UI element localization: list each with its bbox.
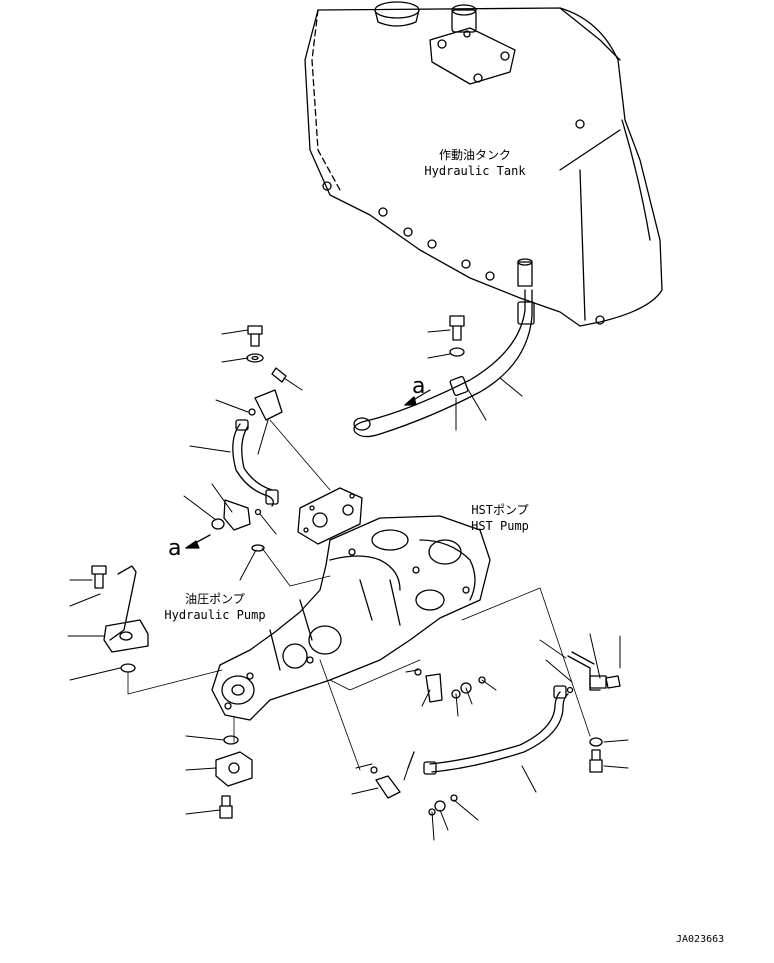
small-hose-left [211,367,287,552]
pressure-hose [423,685,574,775]
hydraulic-pump-label-jp: 油圧ポンプ [185,592,245,606]
hst-pump-label-jp: HSTポンプ [471,503,529,517]
arrow-a2-head [185,540,200,549]
bolt-group-top [246,315,465,363]
arrow-label-a-upper: a [412,374,426,399]
arrow-label-a-lower: a [168,536,182,561]
arrow-a-head [404,396,417,406]
pump-bracket-lower [215,735,253,819]
drawing-code: JA023663 [676,934,725,945]
flange-plate [297,487,363,545]
reference-lines [127,419,591,771]
tank-label-jp: 作動油タンク [438,148,511,162]
suction-hose [353,289,535,438]
leader-lines [67,329,629,841]
pump-bracket-left [91,565,149,673]
small-fittings [370,668,486,816]
hydraulic-tank [304,1,663,327]
hst-pump-label-en: HST Pump [471,519,529,533]
tank-label-en: Hydraulic Tank [424,164,526,178]
pump-assembly [211,515,491,721]
elbow-fitting-right [567,651,621,773]
hydraulic-pump-label-en: Hydraulic Pump [164,608,266,622]
